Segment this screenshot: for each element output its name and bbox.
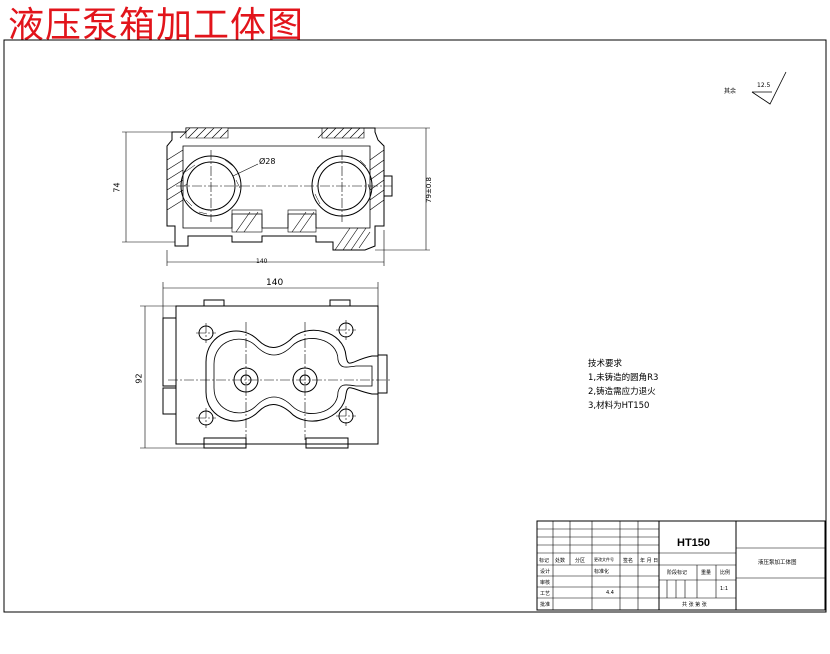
tb-review: 审核: [540, 580, 551, 586]
drawing-title: 液压泵箱加工体图: [8, 5, 305, 46]
front-dimensions: [122, 127, 430, 266]
top-dimensions: [140, 282, 379, 449]
dim-front-height: 74: [112, 182, 122, 193]
tb-scale-value: 1:1: [720, 586, 729, 592]
tb-ratio: 比例: [720, 570, 731, 576]
title-block-grid: [536, 520, 826, 611]
tb-sheet: 共 张 第 张: [682, 602, 707, 608]
tb-date-value: 4.4: [606, 590, 614, 596]
top-view: [162, 299, 392, 449]
dim-front-width: 140: [256, 258, 268, 265]
dim-diameter: Ø28: [259, 157, 276, 166]
tb-weight: 重量: [701, 570, 712, 576]
tb-approve: 批准: [540, 602, 551, 608]
roughness-prefix: 其余: [724, 88, 737, 95]
requirement-item: 1,未铸造的圆角R3: [588, 373, 659, 383]
requirement-item: 3,材料为HT150: [588, 401, 650, 411]
tb-mark: 标记: [539, 558, 550, 564]
tb-signature: 签名: [623, 558, 634, 564]
material-label: HT150: [677, 537, 711, 549]
tb-process: 工艺: [540, 591, 551, 597]
drawing-name: 液压泵加工体图: [758, 560, 797, 566]
tb-standardize: 标准化: [594, 569, 610, 575]
front-view: [166, 127, 393, 251]
tb-zone: 分区: [575, 558, 586, 564]
drawing-border: [3, 39, 827, 613]
requirement-item: 2,铸造需应力退火: [588, 387, 656, 397]
tb-design: 设计: [540, 569, 551, 575]
dim-top-width: 140: [266, 278, 284, 288]
roughness-symbol: [751, 71, 787, 105]
tb-change-doc: 更改文件号: [594, 557, 614, 562]
tb-date: 年 月 日: [640, 558, 659, 564]
tb-stage-mark: 阶段标记: [667, 570, 688, 576]
technical-requirements: 技术要求 1,未铸造的圆角R3 2,铸造需应力退火 3,材料为HT150: [588, 357, 658, 413]
dim-front-right-height: 79±0.8: [424, 177, 433, 203]
dim-top-height: 92: [134, 373, 144, 384]
roughness-value: 12.5: [757, 82, 771, 89]
tb-count: 处数: [555, 558, 566, 564]
requirements-heading: 技术要求: [588, 359, 623, 369]
